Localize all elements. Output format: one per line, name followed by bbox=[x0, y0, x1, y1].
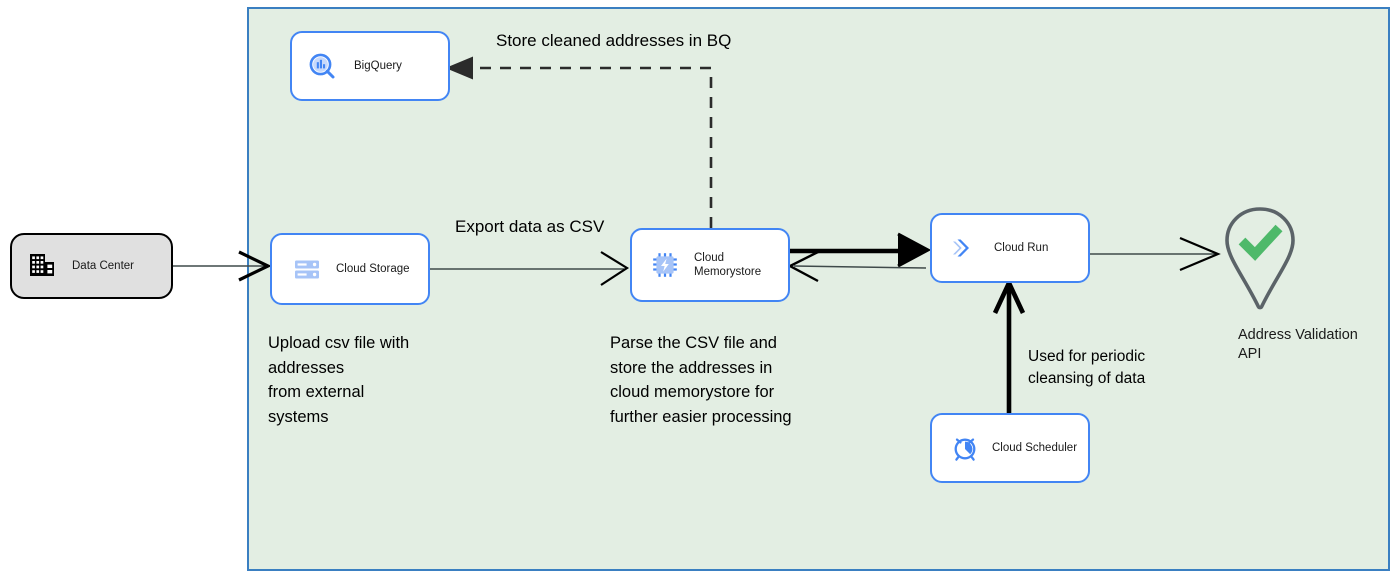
edge-label-store-cleaned-in-bq: Store cleaned addresses in BQ bbox=[496, 31, 732, 50]
node-label-cloud-scheduler: Cloud Scheduler bbox=[992, 442, 1078, 454]
cloud-memorystore-icon bbox=[650, 250, 680, 280]
cloud-storage-icon bbox=[292, 254, 322, 284]
node-label-address-validation-api: Address Validation API bbox=[1238, 327, 1358, 362]
node-cloud-memorystore[interactable]: Cloud Memorystore bbox=[630, 228, 790, 302]
bigquery-icon bbox=[306, 50, 338, 82]
node-label-bigquery: BigQuery bbox=[354, 60, 402, 72]
building-icon bbox=[28, 252, 56, 280]
caption-upload-csv: Upload csv file with addresses from exte… bbox=[268, 334, 410, 426]
node-bigquery[interactable]: BigQuery bbox=[290, 31, 450, 101]
node-label-data-center: Data Center bbox=[72, 260, 135, 272]
map-pin-check-icon bbox=[1218, 205, 1302, 315]
node-cloud-storage[interactable]: Cloud Storage bbox=[270, 233, 430, 305]
caption-scheduler-usage: Used for periodic cleansing of data bbox=[1028, 348, 1146, 387]
node-data-center[interactable]: Data Center bbox=[10, 233, 173, 299]
node-address-validation-api[interactable] bbox=[1218, 205, 1302, 315]
node-label-cloud-memorystore: Cloud Memorystore bbox=[694, 252, 762, 278]
caption-parse-csv: Parse the CSV file and store the address… bbox=[610, 334, 792, 426]
gcp-cloud-boundary bbox=[247, 7, 1390, 571]
edge-label-export-data-as-csv: Export data as CSV bbox=[455, 217, 605, 236]
node-cloud-run[interactable]: Cloud Run bbox=[930, 213, 1090, 283]
node-label-cloud-run: Cloud Run bbox=[994, 242, 1049, 254]
node-cloud-scheduler[interactable]: Cloud Scheduler bbox=[930, 413, 1090, 483]
cloud-scheduler-icon bbox=[950, 433, 980, 463]
node-label-cloud-storage: Cloud Storage bbox=[336, 263, 410, 275]
cloud-run-icon bbox=[948, 232, 980, 264]
